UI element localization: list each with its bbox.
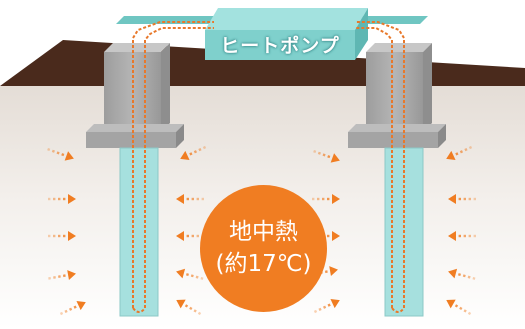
heat-pump-front [205,30,355,60]
left-pillar-top [104,43,170,52]
heat-arrow [48,194,76,204]
right-footing-side [438,124,446,148]
heat-arrow [313,149,340,163]
heat-arrow [47,147,74,161]
right-loop-outer [356,21,405,308]
right-footing-top [348,124,446,132]
ground-heat-badge: 地中熱 (約17℃) [200,185,327,312]
heat-arrow [448,194,476,204]
heat-arrow [180,145,207,160]
heat-arrow [446,145,473,160]
heat-pump-top [205,8,368,30]
right-pillar-top [366,43,432,52]
left-pillar-side [161,43,170,132]
right-pillar [366,52,423,132]
heat-arrow [48,270,76,280]
left-loop-inner [144,27,214,308]
heat-arrow [448,268,476,280]
heat-arrow [176,268,204,280]
heat-pump-unit [205,8,368,60]
left-footing-side [176,124,184,148]
right-loop-bottom [391,307,405,313]
left-footing [86,132,176,148]
ground-heat-temperature: (約17℃) [215,250,312,277]
left-loop-bottom [132,307,146,313]
left-pile-outline [119,147,159,317]
ground-heat-title: 地中熱 [229,219,298,246]
heat-loop-lines [132,21,405,313]
heat-arrow [312,194,340,204]
heat-arrow [59,301,86,316]
left-pile-pipe [120,148,158,316]
heat-pump-label: ヒートポンプ [220,35,340,57]
heat-arrow [176,194,204,204]
heat-arrow [446,299,472,316]
heat-arrow [313,299,340,314]
heat-arrow [48,231,76,241]
left-loop-outer [132,21,214,308]
right-loop-inner [356,27,393,308]
left-footing-top [86,124,184,132]
right-pillar-side [423,43,432,132]
heat-arrow [448,231,476,241]
heat-arrow [176,299,202,316]
